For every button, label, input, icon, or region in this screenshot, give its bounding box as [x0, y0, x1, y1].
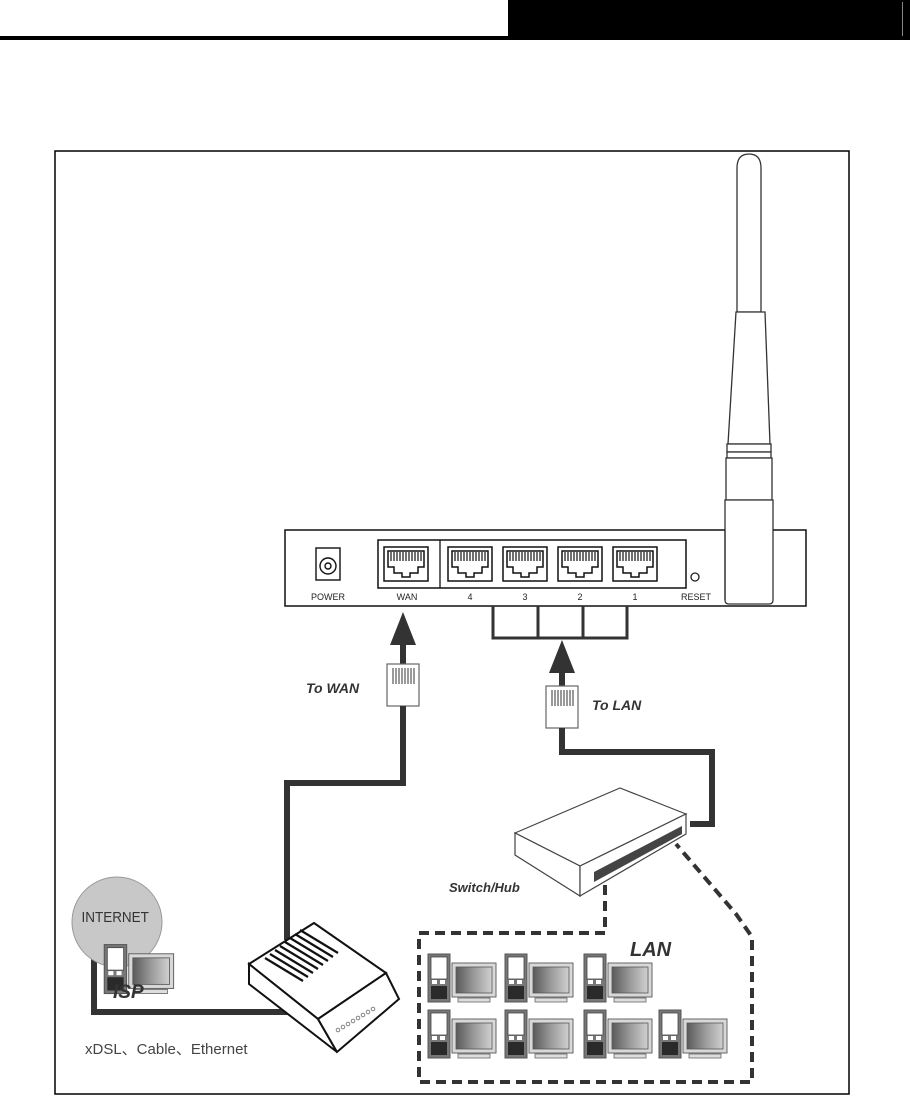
lan-computers — [427, 953, 728, 1059]
wan-cable — [284, 612, 420, 940]
power-port — [315, 547, 341, 581]
computer-icon — [583, 953, 653, 1003]
computer-icon — [504, 1009, 574, 1059]
switch-hub-label: Switch/Hub — [449, 880, 520, 895]
header-bar — [508, 0, 910, 40]
internet-label: INTERNET — [81, 909, 149, 926]
wan-port — [383, 546, 429, 582]
wan-label: WAN — [397, 592, 418, 602]
header-rule — [0, 36, 910, 40]
diagram-frame — [54, 150, 850, 1095]
lan-plug-icon — [545, 685, 579, 729]
header-divider — [902, 2, 903, 36]
modem-types-label: xDSL、Cable、Ethernet — [85, 1041, 248, 1058]
lan-port-3 — [502, 546, 548, 582]
lan-cable — [545, 640, 715, 827]
wan-plug-icon — [386, 663, 420, 707]
lan-label: LAN — [630, 939, 672, 961]
reset-button — [690, 572, 700, 582]
reset-label: RESET — [681, 592, 712, 602]
to-wan-label: To WAN — [306, 680, 360, 696]
lan3-label: 3 — [522, 592, 527, 602]
lan4-label: 4 — [467, 592, 472, 602]
computer-icon — [427, 1009, 497, 1059]
lan1-label: 1 — [632, 592, 637, 602]
to-lan-label: To LAN — [592, 697, 642, 713]
antenna-icon — [724, 153, 774, 605]
modem-icon — [247, 921, 401, 1054]
isp-cable — [91, 955, 292, 1015]
lan-boundary — [417, 842, 754, 1084]
lan-port-2 — [557, 546, 603, 582]
router-back-panel: POWER WAN 4 3 2 1 RESET — [284, 529, 807, 607]
lan2-label: 2 — [577, 592, 582, 602]
computer-icon — [583, 1009, 653, 1059]
switch-hub-icon — [513, 787, 688, 898]
computer-icon — [427, 953, 497, 1003]
computer-icon — [658, 1009, 728, 1059]
isp-label: ISP — [113, 982, 144, 1003]
power-label: POWER — [311, 592, 346, 602]
lan-port-4 — [447, 546, 493, 582]
lan-port-1 — [612, 546, 658, 582]
computer-icon — [504, 953, 574, 1003]
